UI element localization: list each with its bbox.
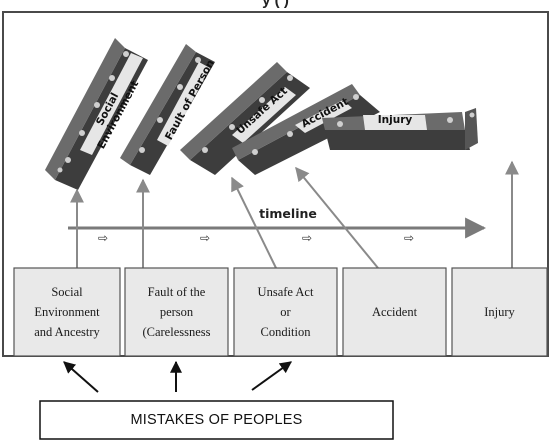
- mistakes-box: [39, 400, 394, 440]
- domino-accident: [232, 84, 380, 175]
- mistake-arrow-1: [63, 361, 99, 393]
- box-label-social-environment: Social Environment and Ancestry: [34, 285, 100, 339]
- domino-social-environment: [45, 38, 148, 190]
- next-arrow-icon: ⇨: [302, 231, 313, 245]
- box-fault-of-person: [124, 267, 229, 357]
- diagram-title-fragment: y ( ): [262, 0, 289, 9]
- box-social-environment: [13, 267, 121, 357]
- timeline-label: timeline: [259, 206, 317, 221]
- box-label-accident: Accident: [371, 305, 418, 319]
- mistake-arrow-3: [251, 361, 292, 391]
- domino-fault-of-person: [120, 44, 215, 175]
- next-arrow-icon: ⇨: [200, 231, 211, 245]
- box-label-fault-of-person: Fault of the person (Carelessness: [142, 285, 211, 339]
- mistakes-label: MISTAKES OF PEOPLES: [130, 412, 303, 428]
- box-accident: [342, 267, 447, 357]
- connector-unsafe-act: [231, 176, 277, 269]
- next-arrow-icon: ⇨: [404, 231, 415, 245]
- next-arrow-icon: ⇨: [98, 231, 109, 245]
- connector-accident: [295, 166, 379, 269]
- box-unsafe-act: [233, 267, 338, 357]
- domino-unsafe-act: [180, 62, 310, 175]
- box-label-unsafe-act: Unsafe Act or Condition: [257, 285, 314, 339]
- box-injury: [451, 267, 548, 357]
- domino-injury: [322, 108, 478, 150]
- domino-label-injury: Injury: [377, 114, 413, 126]
- box-label-injury: Injury: [484, 305, 515, 319]
